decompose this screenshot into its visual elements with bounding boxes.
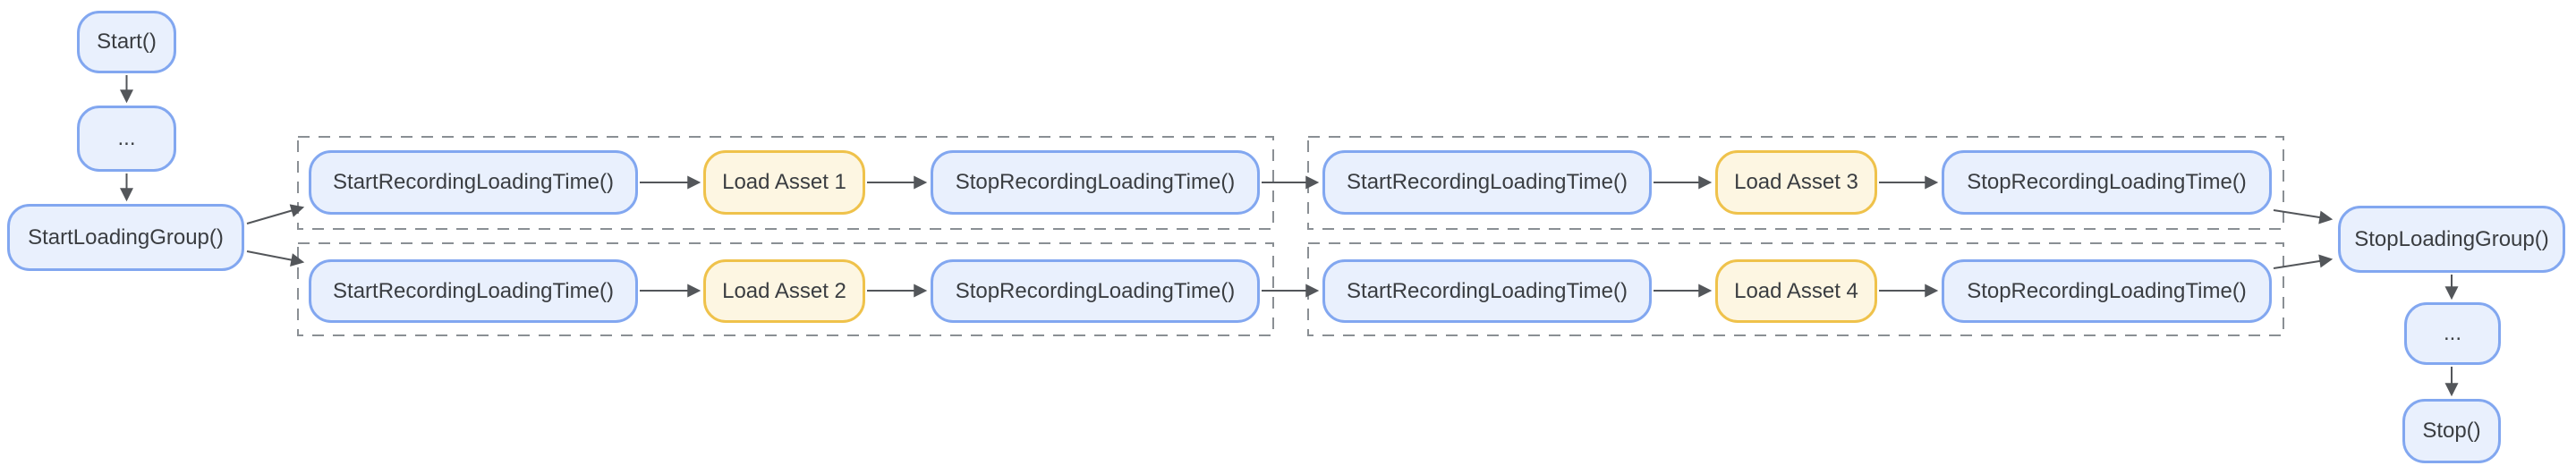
node-g1r1-stop-recording: StopRecordingLoadingTime() xyxy=(931,150,1260,215)
group1-row2-outline xyxy=(297,242,1274,336)
node-g2r2-load-asset: Load Asset 4 xyxy=(1715,259,1877,323)
node-g2r2-start-recording: StartRecordingLoadingTime() xyxy=(1322,259,1652,323)
node-g2r1-load-asset: Load Asset 3 xyxy=(1715,150,1877,215)
node-stop-loading-group: StopLoadingGroup() xyxy=(2338,206,2565,273)
node-ellipsis-bottom: ... xyxy=(2404,302,2501,365)
node-start-loading-group: StartLoadingGroup() xyxy=(7,204,244,271)
arrow-g2r1-to-stopgroup xyxy=(2273,209,2334,224)
node-start: Start() xyxy=(77,11,176,73)
arrow-startgroup-to-row1 xyxy=(246,204,305,224)
node-g2r1-start-recording: StartRecordingLoadingTime() xyxy=(1322,150,1652,215)
arrow-g2r2-to-stopgroup xyxy=(2273,254,2334,269)
node-g2r2-stop-recording: StopRecordingLoadingTime() xyxy=(1942,259,2272,323)
node-stop: Stop() xyxy=(2402,399,2501,463)
node-g1r2-load-asset: Load Asset 2 xyxy=(703,259,865,323)
node-g1r2-start-recording: StartRecordingLoadingTime() xyxy=(309,259,638,323)
node-g2r1-stop-recording: StopRecordingLoadingTime() xyxy=(1942,150,2272,215)
group1-row1-outline xyxy=(297,136,1274,230)
node-ellipsis-top: ... xyxy=(77,106,176,172)
node-g1r1-load-asset: Load Asset 1 xyxy=(703,150,865,215)
node-g1r2-stop-recording: StopRecordingLoadingTime() xyxy=(931,259,1260,323)
arrow-startgroup-to-row2 xyxy=(246,250,305,267)
node-g1r1-start-recording: StartRecordingLoadingTime() xyxy=(309,150,638,215)
